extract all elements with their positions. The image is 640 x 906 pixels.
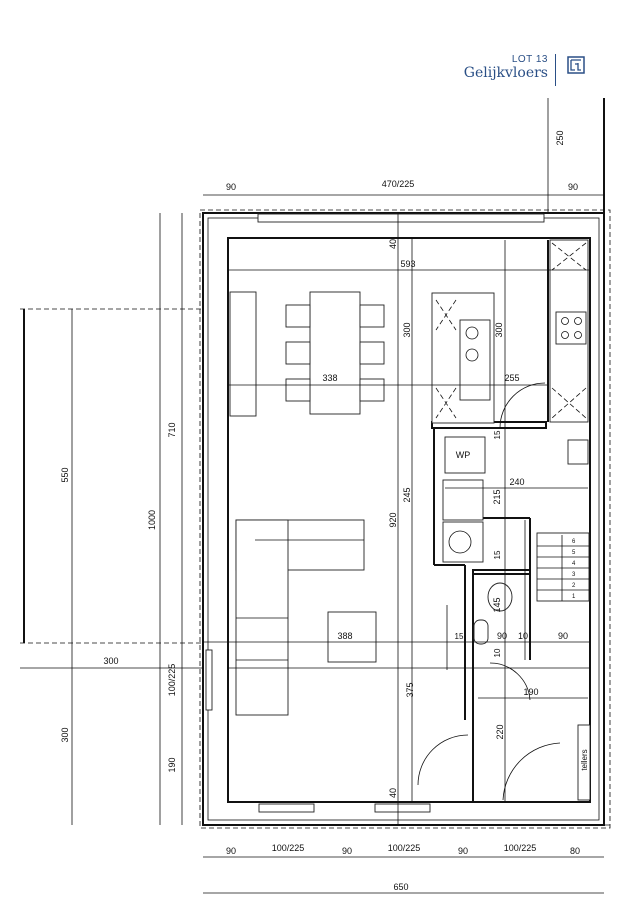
dim-label: 40 [388,239,398,249]
dim-label: 90 [558,631,568,641]
dim-label: 80 [570,846,580,856]
dim-label: 190 [523,687,538,697]
dim-label: 220 [495,724,505,739]
dim-label: 90 [458,846,468,856]
dim-label: 300 [60,727,70,742]
dim-label: 10 [518,631,528,641]
water-heater-label: WP [456,450,471,460]
dim-label: 710 [167,422,177,437]
dim-label: 100/225 [504,843,537,853]
dim-label: 15 [493,550,502,559]
dim-label: 245 [402,487,412,502]
dim-label: 100/225 [388,843,421,853]
stair-numbers: 1 2 3 4 5 6 [572,539,576,600]
dim-label: 90 [226,846,236,856]
stair-step-label: 2 [572,583,576,589]
dimension-labels: 90 470/225 90 250 40 593 300 300 338 255… [60,130,589,892]
utility [417,436,591,801]
stair-step-label: 4 [572,561,576,567]
dim-label: 10 [493,648,502,657]
dim-label: 470/225 [382,179,415,189]
dim-label: 255 [504,373,519,383]
dim-label: 40 [388,788,398,798]
sofa [235,519,377,716]
dim-label: 338 [322,373,337,383]
plan-header: LOT 13 Gelijkvloers [464,54,548,81]
floorplan-logo-icon [567,56,585,74]
stair-step-label: 3 [572,572,576,578]
dim-label: 920 [388,512,398,527]
dim-label: 550 [60,467,70,482]
floor-title: Gelijkvloers [463,65,548,81]
stair-step-label: 6 [572,539,576,545]
dim-label: 593 [400,259,415,269]
kitchen [431,239,589,429]
lot-number: LOT 13 [511,54,548,65]
dim-label: 650 [393,882,408,892]
dim-label: 215 [492,489,502,504]
stair-step-label: 5 [572,550,576,556]
dining-table [229,291,385,417]
dim-label: 90 [568,182,578,192]
stair-step-label: 1 [572,594,576,600]
dim-label: 300 [494,322,504,337]
header-divider [555,54,556,86]
dim-label: 300 [402,322,412,337]
interior-walls [431,240,549,802]
meter-cabinet-label: tellers [580,749,589,770]
dim-label: 100/225 [167,664,177,697]
dim-label: 90 [342,846,352,856]
dim-label: 90 [226,182,236,192]
dim-label: 1000 [147,510,157,530]
windows [205,213,545,813]
dimension-lines [20,194,604,894]
exterior-walls [199,98,611,829]
dim-label: 15 [455,632,464,641]
dim-label: 388 [337,631,352,641]
dim-label: 15 [493,430,502,439]
dim-label: 190 [167,757,177,772]
dim-label: 100/225 [272,843,305,853]
dim-label: 240 [509,477,524,487]
terrace [20,308,203,644]
dim-label: 375 [405,682,415,697]
dim-label: 300 [103,656,118,666]
dim-label: 90 [497,631,507,641]
dim-label: 250 [555,130,565,145]
dim-label: 145 [492,597,502,612]
